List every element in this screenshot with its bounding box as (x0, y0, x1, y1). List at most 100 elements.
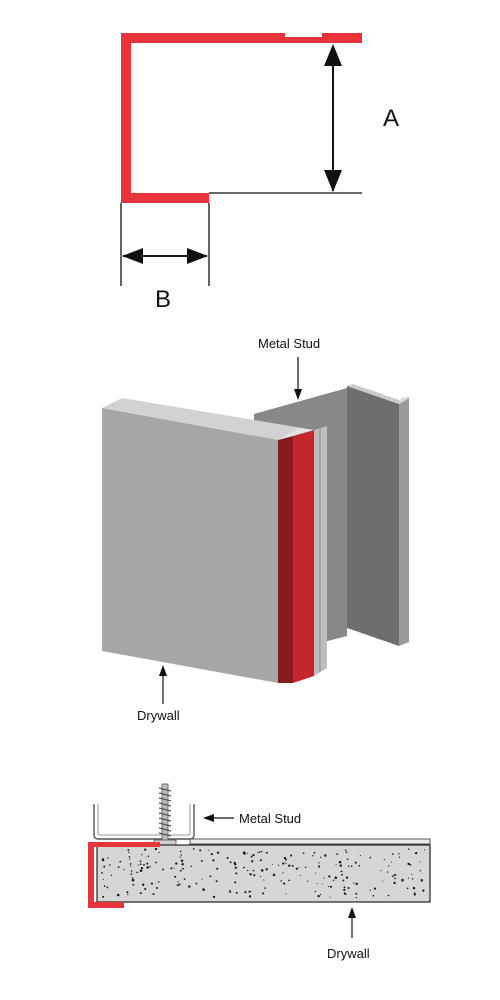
section-drywall-arrowhead (348, 907, 356, 918)
speckle (132, 884, 135, 886)
speckle (369, 889, 371, 891)
speckle (162, 868, 165, 871)
speckle (328, 875, 331, 878)
speckle (103, 885, 106, 887)
speckle (157, 881, 160, 883)
speckle (265, 868, 268, 871)
speckle (195, 882, 198, 885)
speckle (176, 884, 178, 887)
speckle (139, 892, 142, 895)
speckle (335, 864, 337, 866)
speckle (129, 858, 131, 860)
screw (153, 783, 177, 847)
speckle (332, 879, 335, 882)
speckle (117, 866, 120, 868)
metal-stud-lip-edge (399, 396, 411, 404)
speckle (139, 869, 143, 873)
speckle (290, 854, 293, 857)
speckle (208, 849, 210, 851)
speckle (336, 853, 339, 855)
speckle (141, 883, 145, 886)
speckle (242, 851, 246, 854)
speckle (235, 891, 238, 894)
speckle (321, 883, 323, 885)
speckle (304, 866, 307, 868)
speckle (229, 890, 232, 893)
arrowhead-b-right (187, 248, 208, 264)
speckle (340, 870, 343, 873)
speckle (147, 855, 150, 857)
speckle (391, 853, 394, 855)
arrowhead-a-top (324, 44, 342, 66)
speckle (261, 869, 264, 872)
speckle (130, 873, 132, 876)
speckle (407, 877, 410, 879)
speckle (102, 895, 105, 898)
speckle (324, 854, 327, 857)
speckle (295, 867, 298, 870)
speckle (411, 878, 414, 880)
speckle (102, 878, 104, 880)
iso-metal-stud-arrowhead (294, 389, 302, 400)
speckle (298, 867, 300, 869)
arrowhead-a-bottom (324, 170, 342, 192)
speckle (355, 892, 358, 895)
speckle (312, 855, 314, 857)
speckle (109, 864, 111, 866)
speckle (388, 865, 390, 867)
speckle (401, 878, 404, 882)
speckle (409, 864, 412, 866)
speckle (373, 887, 377, 890)
speckle (291, 864, 294, 867)
speckle (235, 872, 238, 875)
speckle (244, 891, 247, 894)
speckle (226, 856, 229, 860)
arrowhead-b-left (122, 248, 143, 264)
speckle (215, 880, 218, 883)
speckle (146, 866, 149, 869)
drywall-speckles (101, 847, 426, 899)
speckle (152, 893, 155, 896)
speckle (202, 888, 205, 891)
speckle (422, 889, 425, 892)
speckle (127, 849, 130, 851)
speckle (318, 865, 321, 868)
speckle (183, 878, 186, 880)
speckle (143, 864, 145, 866)
speckle (411, 873, 413, 875)
speckle (342, 879, 345, 882)
speckle (179, 856, 181, 858)
speckle (259, 875, 261, 878)
speckle (343, 892, 346, 895)
speckle (288, 879, 290, 882)
speckle (278, 864, 280, 866)
speckle (188, 885, 191, 888)
drywall-top-edge (102, 398, 314, 440)
speckle (140, 866, 144, 870)
speckle (307, 880, 309, 882)
speckle (283, 882, 286, 885)
speckle (390, 861, 393, 863)
speckle (248, 895, 252, 898)
speckle (146, 862, 149, 865)
drywall-face (102, 408, 278, 683)
speckle (407, 862, 410, 866)
speckle (258, 851, 261, 853)
speckle (248, 890, 251, 893)
speckle (398, 856, 401, 858)
speckle (137, 864, 139, 866)
speckle (327, 885, 329, 888)
speckle (131, 877, 134, 879)
speckle (395, 874, 397, 876)
speckle (313, 851, 316, 854)
section-metal-stud (93, 804, 195, 840)
speckle (393, 881, 396, 885)
speckle (343, 888, 346, 892)
speckle (144, 848, 147, 851)
speckle (139, 863, 142, 866)
iso-drywall-arrowhead (159, 665, 167, 676)
isometric-diagram: Metal Stud Drywall (102, 336, 411, 723)
speckle (149, 866, 151, 868)
speckle (392, 875, 395, 878)
speckle (216, 867, 219, 870)
